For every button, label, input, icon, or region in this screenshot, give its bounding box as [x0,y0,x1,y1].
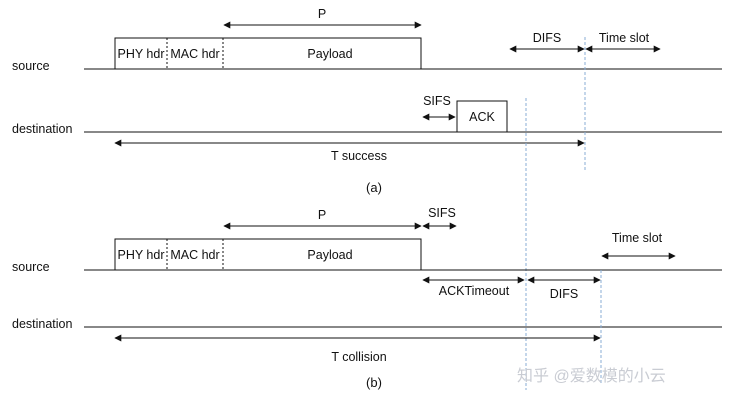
timeslot-label-b: Time slot [612,231,663,245]
source-label-b: source [12,260,50,274]
total-label-b: T collision [331,350,386,364]
frame-box-b [114,238,422,271]
p-label-b: P [318,208,326,222]
sifs-label-b: SIFS [428,206,456,220]
total-label-a: T success [331,149,387,163]
watermark-text: 知乎 @爱数模的小云 [517,367,666,385]
ack-box-a [456,100,508,133]
source-label-a: source [12,59,50,73]
payload-b: Payload [307,248,352,262]
destination-label-b: destination [12,317,73,331]
p-label-a: P [318,7,326,21]
phy-hdr-b: PHY hdr [117,248,164,262]
diagram-b: P SIFS Time slot source PHY hdr MAC hdr … [12,206,722,390]
difs-label-a: DIFS [533,31,561,45]
caption-b: (b) [366,375,382,390]
timeslot-label-a: Time slot [599,31,650,45]
caption-a: (a) [366,180,382,195]
ack-label-a: ACK [469,110,495,124]
destination-label-a: destination [12,122,73,136]
sifs-label-a: SIFS [423,94,451,108]
acktimeout-label-b: ACKTimeout [439,284,510,298]
diagram-a: P DIFS Time slot source PHY hdr MAC hdr … [12,7,722,195]
payload-a: Payload [307,47,352,61]
difs-label-b: DIFS [550,287,578,301]
phy-hdr-a: PHY hdr [117,47,164,61]
mac-hdr-b: MAC hdr [170,248,219,262]
mac-hdr-a: MAC hdr [170,47,219,61]
frame-box-a [114,37,422,70]
